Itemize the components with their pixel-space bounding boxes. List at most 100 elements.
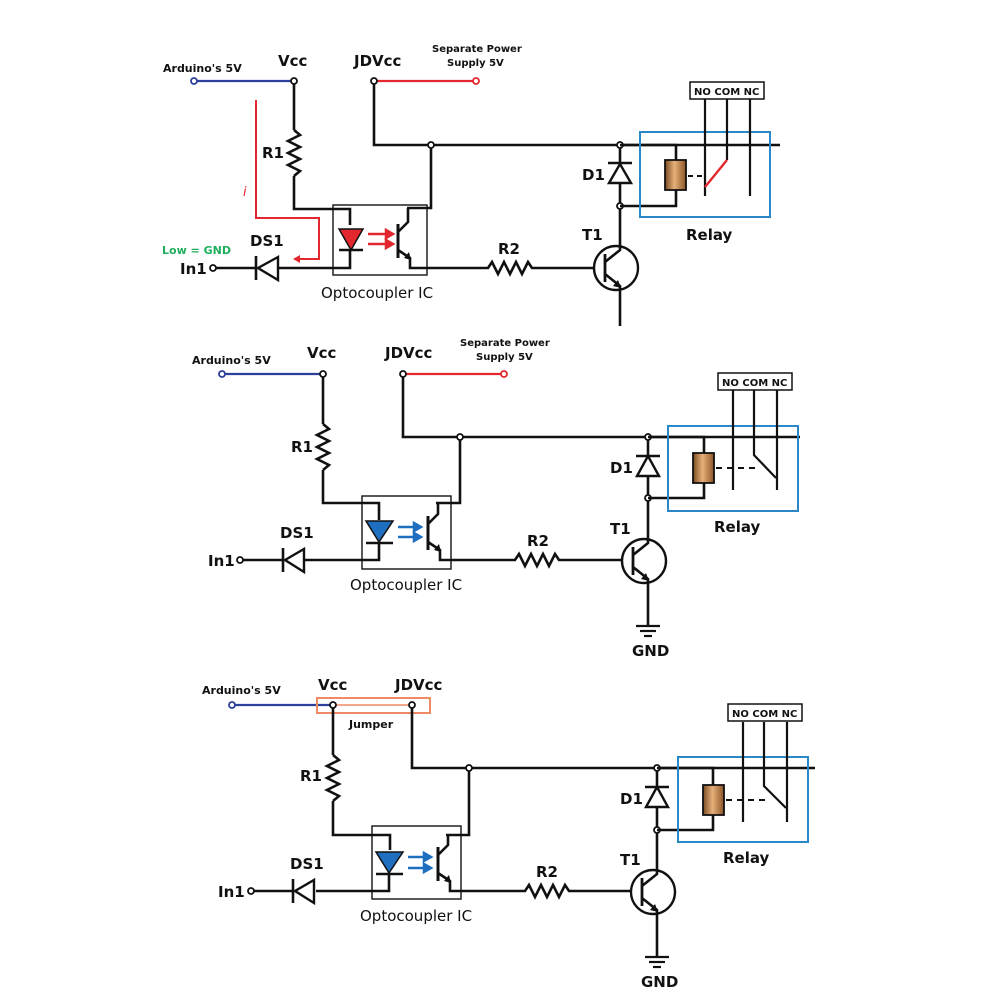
separate-supply-label-2: Supply 5V bbox=[476, 352, 533, 363]
arduino-5v-label: Arduino's 5V bbox=[163, 62, 242, 75]
relay-label: Relay bbox=[723, 849, 770, 867]
vcc-terminal[interactable] bbox=[319, 370, 327, 378]
low-gnd-label: Low = GND bbox=[162, 244, 231, 257]
d1-diode-icon bbox=[634, 453, 662, 478]
d1-label: D1 bbox=[582, 166, 605, 184]
ds1-diode-icon bbox=[282, 546, 306, 575]
r1-resistor bbox=[285, 129, 303, 177]
in1-label: In1 bbox=[218, 883, 245, 901]
jdvcc-to-collector bbox=[436, 437, 462, 505]
r1-resistor bbox=[314, 423, 332, 471]
jdvcc-to-collector bbox=[407, 145, 433, 210]
in1-label: In1 bbox=[208, 552, 235, 570]
relay-coil-icon bbox=[702, 784, 725, 816]
phototransistor-icon bbox=[426, 503, 460, 562]
light-arrows-icon bbox=[408, 850, 434, 875]
arduino-5v-label: Arduino's 5V bbox=[202, 684, 281, 697]
vcc-terminal[interactable] bbox=[329, 701, 337, 709]
ds1-label: DS1 bbox=[280, 524, 314, 542]
t1-label: T1 bbox=[620, 851, 641, 869]
r2-label: R2 bbox=[536, 863, 558, 881]
vcc-terminal[interactable] bbox=[290, 77, 298, 85]
optocoupler-led-icon bbox=[364, 520, 395, 544]
light-arrows-icon bbox=[368, 227, 396, 251]
circuit-2: Arduino's 5V Vcc JDVcc Separate Power Su… bbox=[192, 338, 800, 660]
arduino-5v-terminal[interactable] bbox=[190, 77, 198, 85]
r2-label: R2 bbox=[498, 240, 520, 258]
jdvcc-to-collector bbox=[446, 768, 471, 837]
vcc-label: Vcc bbox=[318, 676, 347, 694]
jdvcc-label: JDVcc bbox=[384, 344, 432, 362]
r1-to-led-wire bbox=[331, 801, 392, 850]
current-label: i bbox=[243, 185, 247, 200]
r1-label: R1 bbox=[291, 438, 313, 456]
terminals-label: NO COM NC bbox=[732, 709, 797, 720]
jdvcc-terminal[interactable] bbox=[370, 77, 378, 85]
relay-coil-icon bbox=[692, 452, 715, 484]
separate-supply-terminal[interactable] bbox=[472, 77, 480, 85]
terminals-box bbox=[717, 372, 793, 391]
ds1-diode-icon bbox=[292, 877, 316, 906]
d1-diode-icon bbox=[606, 161, 634, 185]
in1-terminal[interactable] bbox=[236, 556, 244, 564]
phototransistor-icon bbox=[436, 835, 470, 893]
r1-label: R1 bbox=[262, 144, 284, 162]
d1-label: D1 bbox=[620, 790, 643, 808]
gnd-icon bbox=[636, 624, 660, 638]
d1-diode-icon bbox=[643, 784, 671, 809]
phototransistor-icon bbox=[396, 208, 430, 270]
arduino-5v-label: Arduino's 5V bbox=[192, 354, 271, 367]
t1-label: T1 bbox=[582, 226, 603, 244]
r1-label: R1 bbox=[300, 767, 322, 785]
led-cathode-wire bbox=[262, 250, 352, 270]
terminals-label: NO COM NC bbox=[722, 378, 787, 389]
jdvcc-label: JDVcc bbox=[353, 52, 401, 70]
relay-label: Relay bbox=[714, 518, 761, 536]
in1-label: In1 bbox=[180, 260, 207, 278]
t1-transistor-icon bbox=[592, 208, 640, 326]
r1-resistor bbox=[324, 754, 342, 802]
r1-to-led-wire bbox=[321, 470, 381, 520]
arduino-5v-terminal[interactable] bbox=[218, 370, 226, 378]
terminals-box bbox=[689, 81, 765, 100]
ds1-label: DS1 bbox=[250, 232, 284, 250]
terminals-label: NO COM NC bbox=[694, 87, 759, 98]
ds1-label: DS1 bbox=[290, 855, 324, 873]
jumper-box[interactable] bbox=[316, 697, 431, 714]
gnd-icon bbox=[645, 955, 669, 969]
light-arrows-icon bbox=[398, 520, 424, 544]
current-path bbox=[255, 100, 320, 260]
jdvcc-terminal[interactable] bbox=[399, 370, 407, 378]
arduino-5v-terminal[interactable] bbox=[228, 701, 236, 709]
separate-supply-terminal[interactable] bbox=[500, 370, 508, 378]
in1-terminal[interactable] bbox=[247, 887, 255, 895]
optocoupler-led-icon bbox=[374, 851, 405, 875]
optocoupler-label: Optocoupler IC bbox=[360, 907, 472, 925]
optocoupler-box bbox=[371, 825, 462, 900]
jdvcc-terminal[interactable] bbox=[408, 701, 416, 709]
optocoupler-label: Optocoupler IC bbox=[321, 284, 433, 302]
com-contact bbox=[752, 390, 777, 479]
ds1-diode-icon bbox=[255, 254, 280, 283]
optocoupler-led-icon bbox=[337, 228, 365, 252]
circuit-1: Arduino's 5V Vcc JDVcc Separate Power Su… bbox=[162, 44, 780, 326]
separate-supply-label-1: Separate Power bbox=[460, 338, 550, 349]
r2-resistor bbox=[470, 882, 636, 900]
r2-label: R2 bbox=[527, 532, 549, 550]
in1-terminal[interactable] bbox=[209, 264, 217, 272]
com-contact bbox=[762, 722, 787, 809]
r2-resistor bbox=[430, 259, 598, 277]
optocoupler-box bbox=[332, 204, 428, 276]
circuit-3: Arduino's 5V Vcc JDVcc Jumper R1 Optocou… bbox=[202, 676, 815, 991]
relay-coil-icon bbox=[664, 159, 687, 191]
optocoupler-box bbox=[361, 495, 452, 570]
relay-label: Relay bbox=[686, 226, 733, 244]
t1-label: T1 bbox=[610, 520, 631, 538]
r1-to-led-wire bbox=[292, 176, 352, 225]
separate-supply-label-2: Supply 5V bbox=[447, 58, 504, 69]
led-cathode-wire bbox=[306, 543, 381, 562]
led-cathode-wire bbox=[316, 874, 391, 893]
vcc-label: Vcc bbox=[278, 52, 307, 70]
terminals-box bbox=[727, 703, 803, 722]
